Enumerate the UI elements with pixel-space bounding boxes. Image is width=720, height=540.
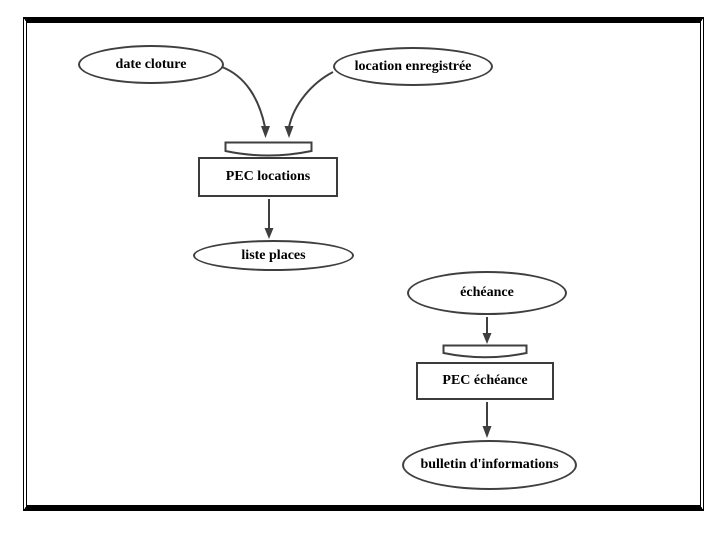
node-bulletin-informations-label: bulletin d'informations: [420, 457, 559, 472]
node-pec-locations: PEC locations: [198, 157, 338, 197]
slide-frame: [23, 17, 704, 511]
node-liste-places-label: liste places: [241, 247, 306, 263]
node-echeance: échéance: [407, 271, 567, 315]
node-bulletin-informations: bulletin d'informations: [402, 440, 577, 490]
node-echeance-label: échéance: [460, 285, 514, 300]
node-location-enregistree-label: location enregistrée: [354, 58, 472, 74]
node-pec-echeance-label: PEC échéance: [442, 373, 528, 388]
node-liste-places: liste places: [193, 240, 354, 271]
node-pec-locations-label: PEC locations: [225, 169, 311, 184]
node-location-enregistree: location enregistrée: [333, 47, 493, 86]
node-pec-echeance: PEC échéance: [416, 362, 554, 400]
node-date-cloture-label: date cloture: [115, 56, 187, 72]
node-date-cloture: date cloture: [78, 45, 224, 84]
